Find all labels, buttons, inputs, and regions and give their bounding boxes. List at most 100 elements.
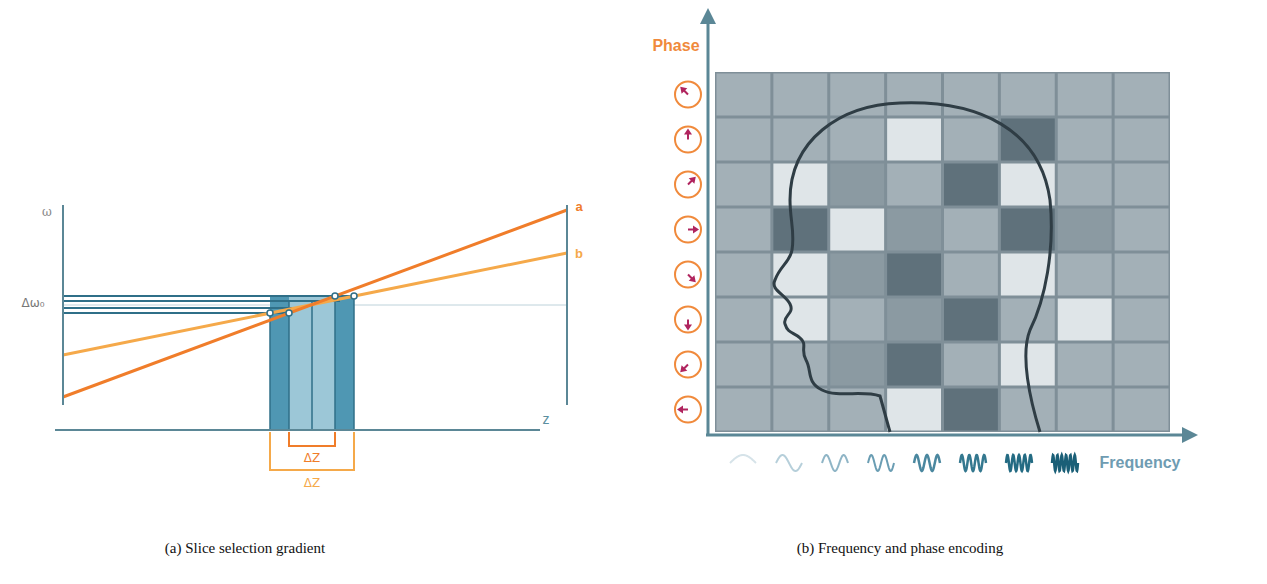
pixel-cell (944, 254, 998, 296)
frequency-wave (960, 455, 986, 471)
pixel-cell (944, 119, 998, 161)
pixel-cell (773, 344, 827, 386)
pixel-cell (887, 254, 941, 296)
width-label: ΔZ (304, 476, 320, 490)
phase-circle (675, 262, 701, 288)
axis-label: z (543, 411, 550, 428)
frequency-wave (730, 455, 756, 463)
phase-circle (675, 127, 701, 153)
pixel-cell (773, 389, 827, 431)
phase-circle (675, 307, 701, 333)
pixel-cell (1001, 209, 1055, 251)
axis-label: ω (42, 205, 52, 219)
line-label: a (575, 199, 582, 215)
pixel-cell (830, 344, 884, 386)
bandwidth-line (63, 300, 340, 302)
phase-ring (675, 307, 701, 333)
intersection-dot (332, 293, 338, 299)
gradient-line-a (63, 210, 567, 397)
pixel-cell (717, 254, 771, 296)
pixel-cell (944, 164, 998, 206)
pixel-cell (1115, 119, 1169, 161)
pixel-cell (1058, 164, 1112, 206)
pixel-cell (1058, 119, 1112, 161)
axis-title: Phase (652, 36, 699, 55)
pixel-cell (887, 389, 941, 431)
frequency-wave (914, 455, 940, 471)
pixel-cell (773, 254, 827, 296)
pixel-cell (830, 119, 884, 161)
phase-ring (675, 217, 701, 243)
phase-arrowhead (693, 226, 699, 234)
pixel-cell (830, 209, 884, 251)
slice-edge (311, 300, 313, 430)
pixel-cell (887, 119, 941, 161)
pixel-cell (944, 74, 998, 116)
pixel-cell (887, 299, 941, 341)
z-axis (55, 429, 540, 431)
phase-ring (675, 397, 701, 423)
pixel-cell (944, 299, 998, 341)
phase-arrowhead (677, 84, 687, 94)
pixel-cell (1001, 119, 1055, 161)
slice-edge (288, 300, 290, 430)
phase-ring (675, 352, 701, 378)
phase-arrowhead (684, 129, 692, 135)
phase-circle (675, 217, 701, 243)
pixel-cell (1058, 299, 1112, 341)
pixel-cell (1115, 164, 1169, 206)
pixel-cell (944, 209, 998, 251)
pixel-cell (1115, 299, 1169, 341)
pixel-cell (1058, 254, 1112, 296)
subfigure-caption: (a) Slice selection gradient (165, 539, 325, 557)
phase-circle (675, 352, 701, 378)
phase-ring (675, 82, 701, 108)
bandwidth-line (63, 307, 300, 309)
pixel-cell (887, 164, 941, 206)
pixel-cell (1115, 344, 1169, 386)
phase-circle (675, 82, 701, 108)
pixel-cell (717, 344, 771, 386)
pixel-cell (1001, 74, 1055, 116)
slice-edge (269, 313, 271, 430)
pixel-cell (1115, 74, 1169, 116)
pixel-cell (1058, 209, 1112, 251)
frequency-wave (868, 455, 894, 471)
pixel-cell (717, 74, 771, 116)
width-bracket-a (289, 432, 335, 446)
omega-axis (62, 205, 64, 405)
intersection-dot (267, 310, 273, 316)
intersection-dot (286, 310, 292, 316)
slice-edge (353, 296, 355, 430)
phase-arrowhead (677, 365, 687, 375)
width-label: ΔZ (304, 451, 320, 465)
pixel-cell (717, 164, 771, 206)
frame-line (566, 205, 568, 405)
pixel-cell (1058, 344, 1112, 386)
pixel-cell (944, 344, 998, 386)
pixel-cell (717, 209, 771, 251)
bandwidth-line (63, 295, 354, 297)
frequency-wave (1052, 455, 1078, 471)
pixel-cell (830, 299, 884, 341)
pixel-cell (830, 254, 884, 296)
pixel-cell (1058, 74, 1112, 116)
head-outline (774, 103, 1051, 432)
grid-ground (715, 72, 1170, 432)
phase-arrowhead (677, 406, 683, 414)
phase-arrowhead (689, 174, 699, 184)
pixel-cell (887, 74, 941, 116)
frequency-wave (822, 455, 848, 471)
phase-ring (675, 172, 701, 198)
frequency-axis (706, 434, 1184, 437)
pixel-cell (717, 119, 771, 161)
axis-arrowhead (700, 8, 716, 24)
pixel-cell (887, 344, 941, 386)
axis-title: Frequency (1100, 453, 1181, 472)
pixel-cell (773, 209, 827, 251)
frequency-wave (1006, 455, 1032, 471)
bandwidth-label: Δω₀ (21, 296, 44, 310)
slice-band-inner (289, 296, 335, 430)
